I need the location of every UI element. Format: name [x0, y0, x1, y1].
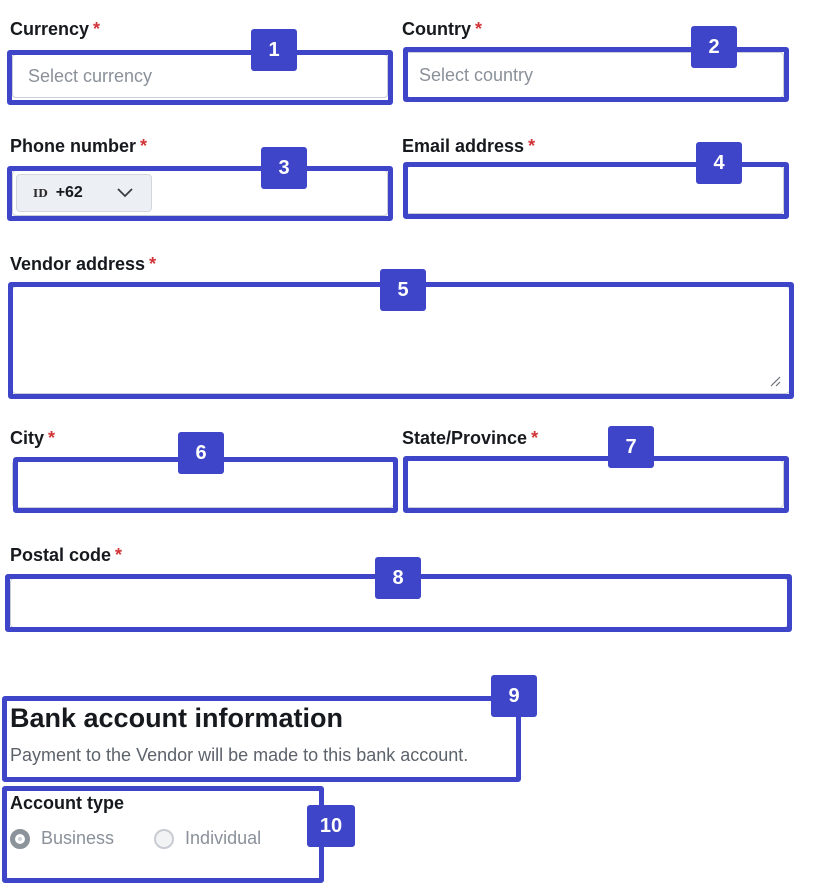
flag-icon: ID — [33, 186, 48, 200]
vendor-address-label: Vendor address* — [10, 254, 157, 274]
bank-section-title: Bank account information — [10, 703, 344, 733]
annotation-tag-6: 6 — [178, 432, 224, 474]
currency-placeholder: Select currency — [28, 66, 153, 86]
country-code-dropdown[interactable]: ID +62 — [16, 174, 152, 212]
email-label: Email address* — [402, 136, 536, 156]
account-type-radio-group: Business Individual — [10, 828, 261, 849]
business-radio-label[interactable]: Business — [41, 828, 115, 848]
annotation-tag-4: 4 — [696, 142, 742, 184]
city-label: City* — [10, 428, 56, 448]
country-label: Country* — [402, 19, 483, 39]
annotation-tag-7: 7 — [608, 426, 654, 468]
country-placeholder: Select country — [419, 65, 534, 85]
account-type-label: Account type — [10, 793, 125, 813]
annotation-tag-9: 9 — [491, 675, 537, 717]
currency-select[interactable]: Select currency — [12, 54, 388, 98]
annotation-tag-2: 2 — [691, 26, 737, 68]
state-field[interactable] — [406, 460, 784, 508]
annotation-tag-5: 5 — [380, 269, 426, 311]
currency-label: Currency* — [10, 19, 101, 39]
annotation-tag-10: 10 — [307, 805, 355, 847]
bank-section-subtitle: Payment to the Vendor will be made to th… — [10, 745, 469, 765]
state-label: State/Province* — [402, 428, 539, 448]
chevron-down-icon — [117, 188, 133, 198]
phone-label: Phone number* — [10, 136, 148, 156]
annotation-tag-1: 1 — [251, 29, 297, 71]
annotation-tag-8: 8 — [375, 557, 421, 599]
business-radio[interactable] — [10, 828, 30, 849]
annotation-tag-3: 3 — [261, 147, 307, 189]
individual-radio[interactable] — [154, 828, 175, 849]
dial-code: +62 — [55, 184, 83, 201]
individual-radio-label[interactable]: Individual — [185, 828, 262, 848]
postal-code-label: Postal code* — [10, 545, 123, 565]
resize-handle-icon[interactable] — [769, 375, 781, 387]
